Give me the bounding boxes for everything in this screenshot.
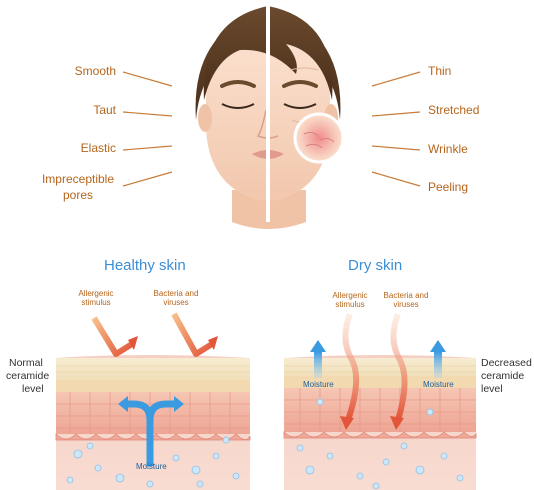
healthy-allergen-label: Allergenic stimulus [72,289,120,307]
label-thin: Thin [428,64,452,78]
healthy-skin-title: Healthy skin [104,257,186,274]
healthy-skin-block [55,355,251,490]
decreased-ceramide-label: Decreased ceramide level [481,357,533,396]
normal-ceramide-label: Normal ceramide level [6,357,52,396]
healthy-bacteria-line2: viruses [163,298,189,307]
dry-bacteria-line2: viruses [393,300,419,309]
decreased-ceramide-line2: ceramide [481,370,525,382]
normal-ceramide-line2: ceramide [6,370,50,382]
label-taut: Taut [93,103,116,117]
dry-moisture-left-label: Moisture [303,380,334,389]
dry-skin-block [283,312,477,490]
label-imperceptible: Impreceptible [41,172,115,186]
decreased-ceramide-line1: Decreased [481,357,532,369]
healthy-deflected-arrows [91,312,218,357]
face-illustration [195,0,345,229]
dry-allergen-line1: Allergenic [332,291,368,300]
dry-skin-title: Dry skin [348,257,403,274]
left-leader-lines [122,71,173,187]
dry-bacteria-line1: Bacteria and [383,291,429,300]
normal-ceramide-line3: level [22,383,44,395]
healthy-bacteria-label: Bacteria and viruses [146,289,206,307]
label-smooth: Smooth [74,64,116,78]
healthy-moisture-label: Moisture [136,462,167,471]
dry-allergen-label: Allergenic stimulus [326,291,374,309]
label-pores: pores [62,188,94,202]
healthy-allergen-line1: Allergenic [78,289,114,298]
healthy-allergen-line2: stimulus [81,298,111,307]
right-leader-lines [371,71,421,187]
dry-moisture-right-label: Moisture [423,380,454,389]
healthy-bacteria-line1: Bacteria and [153,289,199,298]
dry-allergen-line2: stimulus [335,300,365,309]
label-stretched: Stretched [428,103,480,117]
label-elastic: Elastic [80,141,116,155]
dry-bacteria-label: Bacteria and viruses [376,291,436,309]
decreased-ceramide-line3: level [481,383,503,395]
label-wrinkle: Wrinkle [428,142,468,156]
label-peeling: Peeling [428,180,469,194]
normal-ceramide-line1: Normal [9,357,43,369]
